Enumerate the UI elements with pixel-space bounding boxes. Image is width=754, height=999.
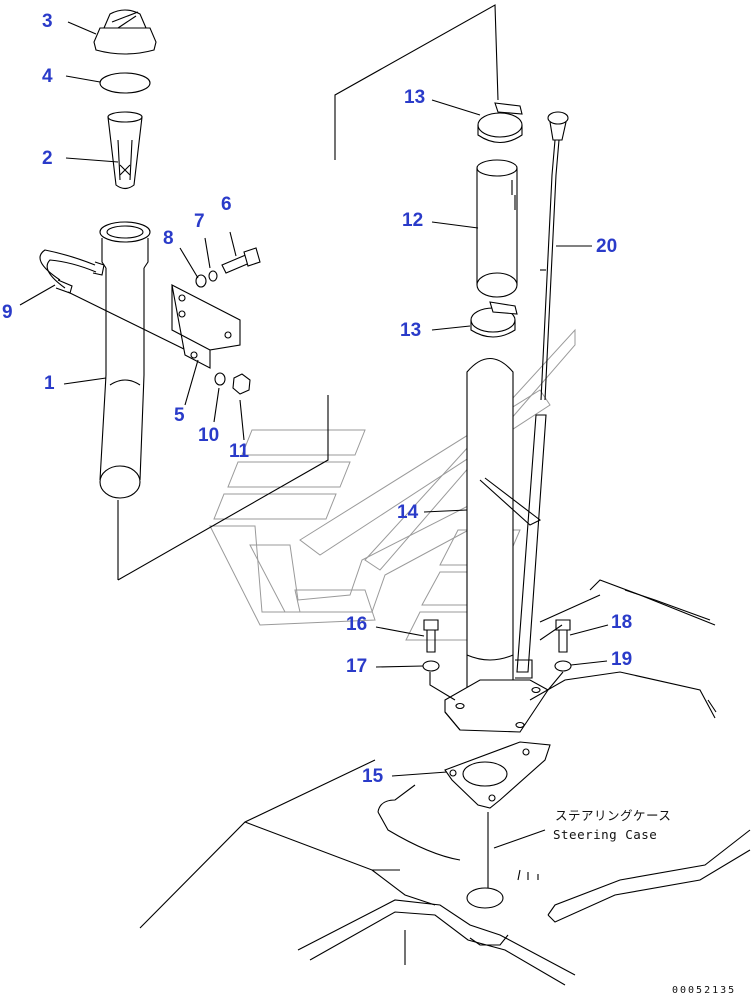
breather-hose <box>39 249 191 353</box>
left-leader-lines <box>19 21 329 581</box>
callout-19: 19 <box>611 649 633 670</box>
callout-12: 12 <box>402 210 424 231</box>
steering-case-caption-en: Steering Case <box>553 827 658 842</box>
callout-20: 20 <box>596 236 618 257</box>
watermark-logo <box>209 328 576 641</box>
bracket <box>171 283 241 369</box>
callout-13-lower: 13 <box>400 320 422 341</box>
callout-7: 7 <box>194 211 205 232</box>
document-number: 00052135 <box>672 985 737 996</box>
callout-11: 11 <box>229 441 250 462</box>
washer-7 <box>208 270 218 282</box>
bolt-16 <box>423 619 439 653</box>
callout-2: 2 <box>42 148 53 169</box>
clamp-13-top <box>477 102 523 144</box>
callout-10: 10 <box>198 425 220 446</box>
callout-3: 3 <box>42 11 53 32</box>
gasket-15 <box>444 741 551 890</box>
filler-cap <box>93 9 157 55</box>
seal-disc <box>99 72 151 94</box>
bolt-18 <box>555 619 571 653</box>
bolt-6 <box>221 247 261 274</box>
washer-17 <box>422 660 440 672</box>
callout-13-top: 13 <box>404 87 426 108</box>
callout-16: 16 <box>346 614 368 635</box>
callout-1: 1 <box>44 373 55 394</box>
strainer <box>107 111 143 190</box>
callout-9: 9 <box>2 302 13 323</box>
callout-4: 4 <box>42 66 53 87</box>
bolt-guide-lines <box>429 671 564 701</box>
filler-pipe <box>99 221 151 580</box>
filler-tube-14 <box>444 357 549 733</box>
callout-18: 18 <box>611 612 633 633</box>
guide-line-top <box>334 4 499 160</box>
hose-12 <box>476 159 518 298</box>
nut-11 <box>232 373 251 395</box>
right-leader-lines <box>375 99 609 777</box>
callout-8: 8 <box>163 228 174 249</box>
washer-10 <box>214 372 226 386</box>
steering-case-caption-jp: ステアリングケース <box>555 808 672 823</box>
callout-15: 15 <box>362 766 384 787</box>
clamp-13-lower <box>470 301 518 338</box>
dipstick-20 <box>516 111 569 673</box>
callout-17: 17 <box>346 656 368 677</box>
washer-8 <box>195 274 207 288</box>
callout-6: 6 <box>221 194 232 215</box>
washer-19 <box>554 660 572 672</box>
steering-case-body <box>139 579 751 986</box>
callout-14: 14 <box>397 502 419 523</box>
callout-5: 5 <box>174 405 185 426</box>
